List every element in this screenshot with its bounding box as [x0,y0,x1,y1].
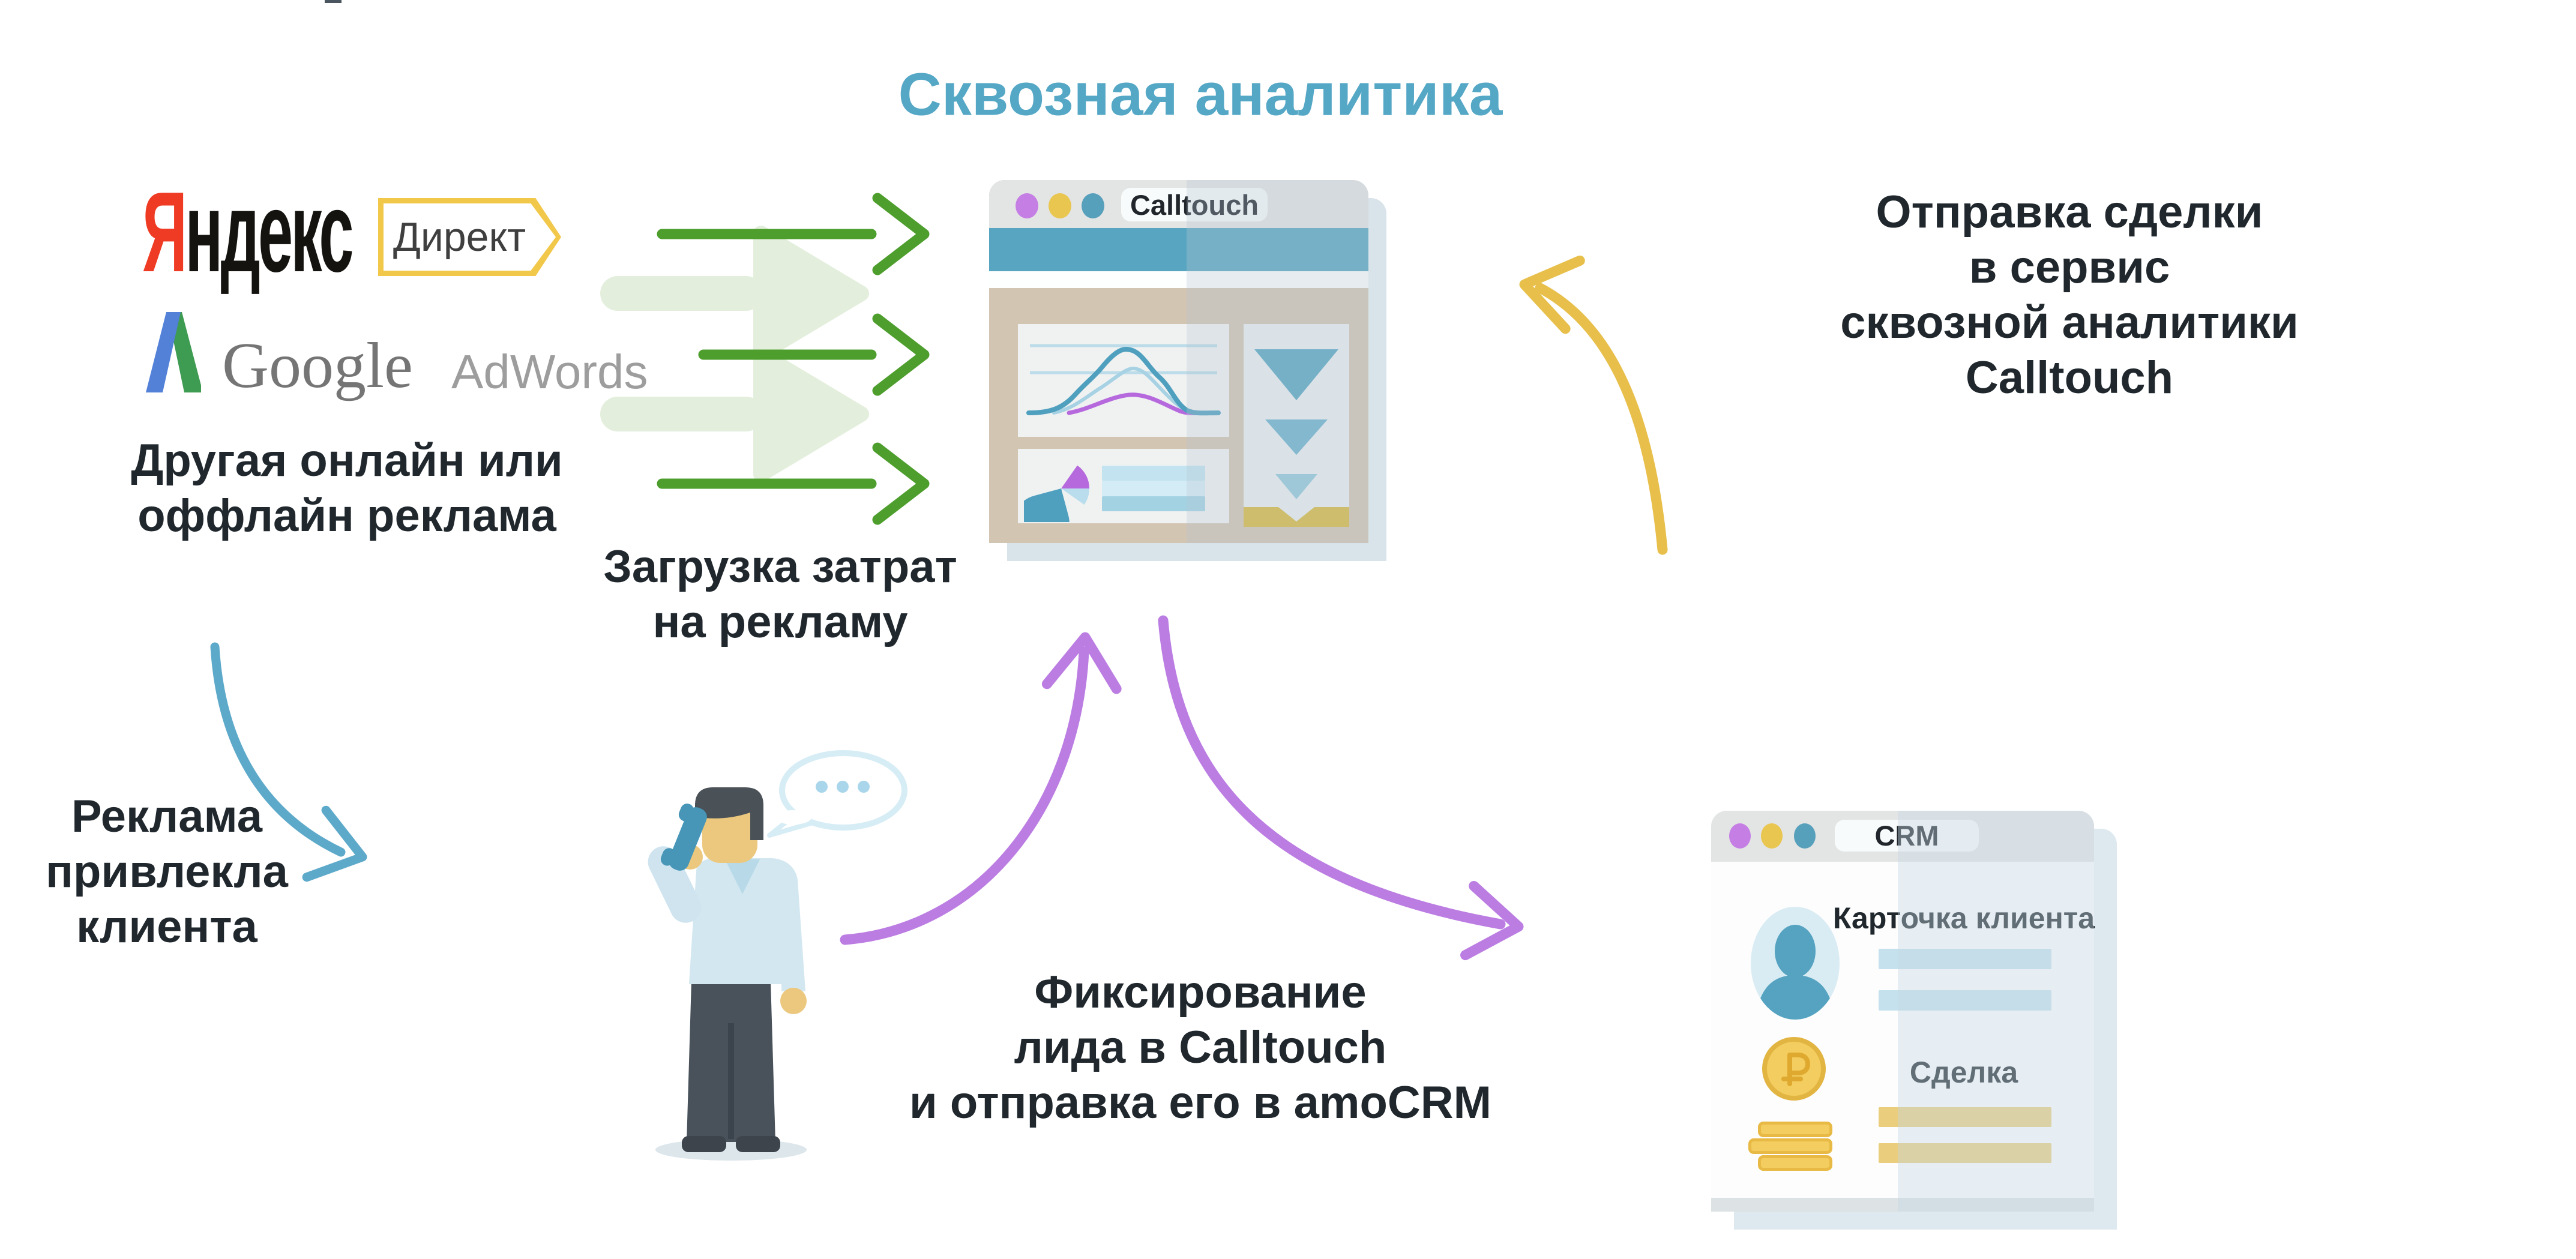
cropped-edge-artifact [325,0,342,3]
coin-stack-icon [1748,1138,1832,1154]
label-ad-attracted-line3: клиента [76,901,257,952]
label-ad-attracted-line2: привлекла [46,846,288,897]
yandex-letter-ya: Я [142,169,187,296]
calltouch-funnel-card [1244,324,1349,527]
coin-stack-icon [1758,1122,1832,1137]
label-lead-capture-line1: Фиксирование [1034,967,1367,1018]
crm-address-bar: CRM [1835,820,1979,852]
calltouch-white-strip [989,271,1368,288]
page-title: Сквозная аналитика [898,61,1503,128]
green-arrow-icon [657,193,930,525]
pie-card-bar-row [1102,496,1205,511]
label-send-deal-line2: в сервис [1969,242,2170,293]
yandex-direct-tag: Директ [378,198,561,276]
pie-chart-icon [1024,465,1089,522]
label-other-ads: Другая онлайн или оффлайн реклама [131,433,563,544]
crm-titlebar: CRM [1711,811,2094,862]
label-send-deal-line1: Отправка сделки [1876,187,2263,238]
pale-green-arrow-icon [600,226,869,361]
purple-curved-arrow-up-icon [840,632,1122,945]
label-send-deal-line3: сквозной аналитики [1840,297,2299,348]
yandex-direct-tag-label: Директ [384,203,556,271]
pale-green-arrow-icon [600,346,869,482]
label-upload-costs: Загрузка затрат на рекламу [603,539,957,650]
window-control-yellow-dot-icon [1761,823,1783,849]
crm-deal-label: Сделка [1909,1056,2018,1089]
calltouch-address-bar: Calltouch [1121,188,1268,221]
google-adwords-mark-icon [146,312,201,392]
person-on-phone-illustration [648,787,807,1161]
label-lead-capture-line2: лида в Calltouch [1014,1022,1387,1073]
window-control-yellow-dot-icon [1049,193,1071,218]
ruble-sign-icon [1781,1053,1810,1086]
calltouch-titlebar: Calltouch [989,180,1368,228]
label-upload-costs-line1: Загрузка затрат [603,541,957,592]
label-ad-attracted-line1: Реклама [71,791,263,842]
window-control-blue-dot-icon [1082,193,1104,218]
crm-deal-info-bar [1879,1107,2051,1127]
yellow-curved-arrow-icon [1519,255,1668,555]
crm-bottom-strip [1711,1198,2094,1212]
yandex-letters-rest: ндекс [185,169,354,296]
adwords-wordmark: AdWords [451,345,648,398]
user-avatar-icon [1751,907,1840,1020]
crm-client-card-label: Карточка клиента [1832,901,2095,935]
pie-card-bar-row [1102,466,1205,481]
calltouch-toolbar-band [989,228,1368,271]
crm-deal-info-bar [1879,1143,2051,1163]
label-ad-attracted: Реклама привлекла клиента [46,789,288,955]
label-send-deal: Отправка сделки в сервис сквозной аналит… [1840,185,2299,406]
window-control-blue-dot-icon [1794,823,1816,849]
google-wordmark: Google [222,330,413,401]
label-lead-capture: Фиксирование лида в Calltouch и отправка… [909,965,1491,1131]
ground-shadow [655,1139,807,1161]
crm-client-info-bar [1879,990,2051,1011]
user-silhouette-icon [1756,925,1835,1020]
line-chart-icon [1026,344,1221,416]
calltouch-line-chart-card [1018,324,1229,437]
pie-card-bar-row [1102,481,1205,496]
speech-bubble-icon [767,750,907,838]
label-lead-capture-line3: и отправка его в amoCRM [909,1077,1491,1128]
label-other-ads-line1: Другая онлайн или [131,435,563,486]
label-other-ads-line2: оффлайн реклама [137,490,556,541]
funnel-icon [1244,349,1349,527]
coin-stack-icon [1758,1155,1832,1171]
label-upload-costs-line2: на рекламу [652,596,908,648]
crm-client-info-bar [1879,949,2051,969]
window-control-purple-dot-icon [1729,823,1751,849]
purple-curved-arrow-right-icon [1158,615,1524,961]
blue-curved-arrow-icon [210,642,367,882]
ruble-coin-icon [1762,1037,1826,1101]
label-send-deal-line4: Calltouch [1965,352,2174,403]
calltouch-pie-card [1018,449,1229,523]
window-control-purple-dot-icon [1016,193,1038,218]
phone-icon [660,804,707,871]
yandex-logo: Яндекс [142,175,354,289]
